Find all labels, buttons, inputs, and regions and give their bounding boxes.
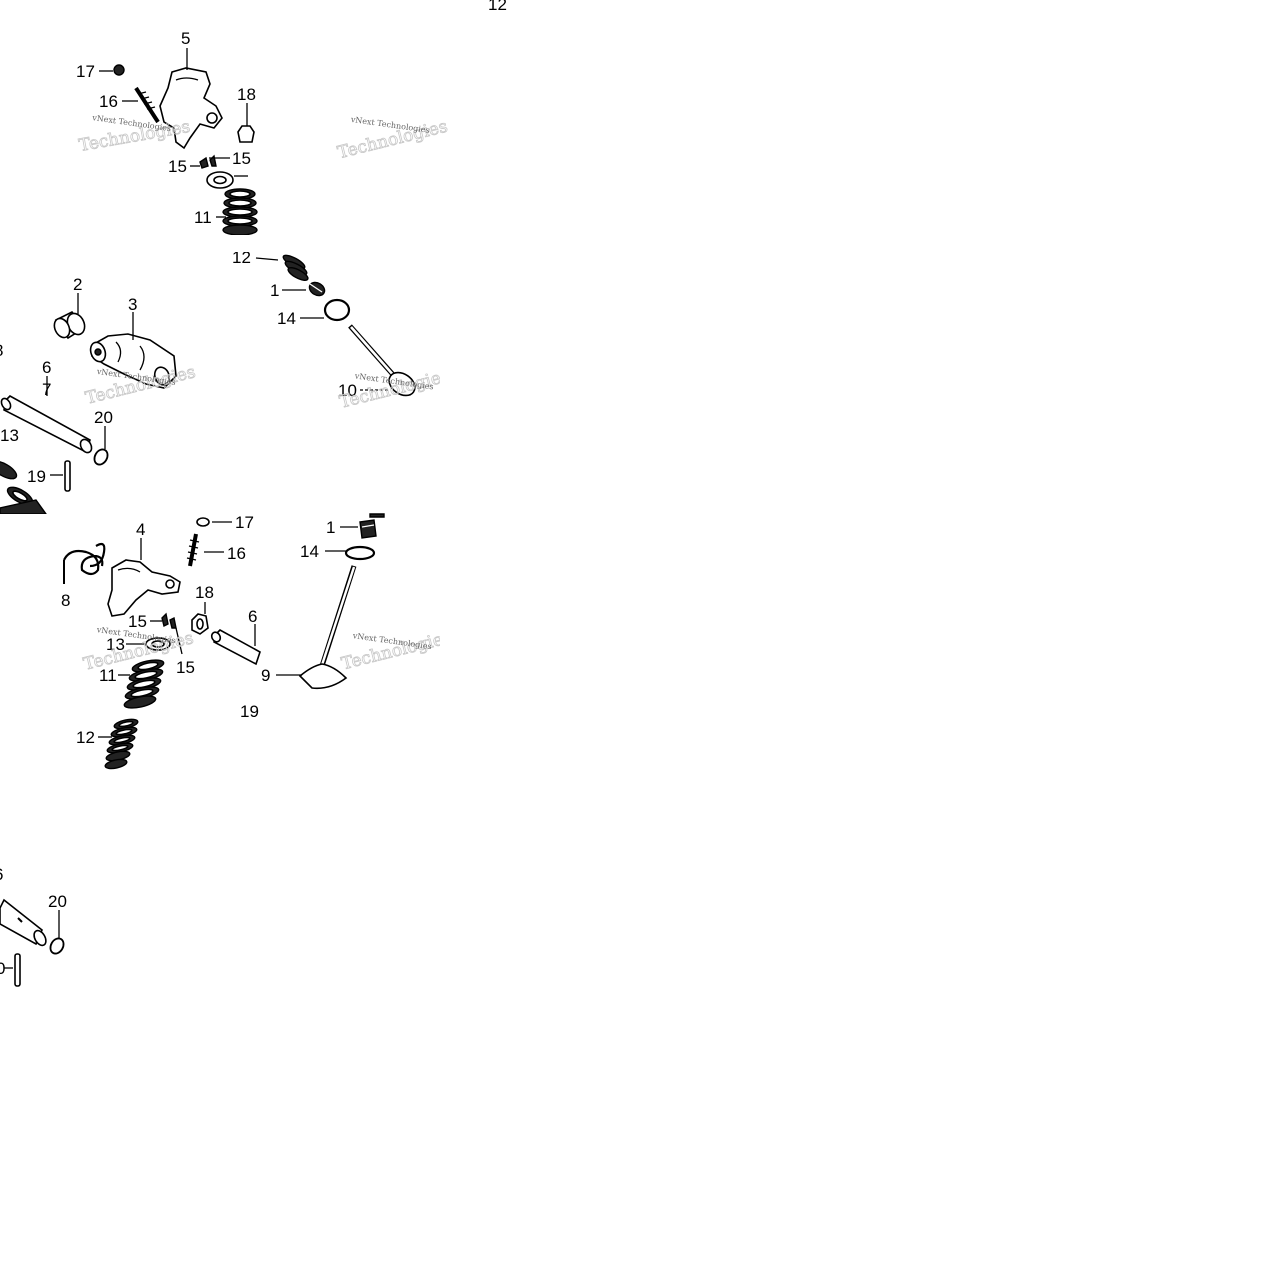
- callout-2: 2: [73, 275, 82, 294]
- callout-17: 17: [76, 62, 95, 81]
- o-ring-20: [93, 448, 109, 466]
- callout-18: 18: [195, 583, 214, 602]
- panel-shaft-fragment: 6 20 0: [0, 865, 67, 987]
- o-ring-20: [49, 937, 65, 955]
- callout-12: 12: [76, 728, 95, 747]
- callout-19: 19: [240, 702, 259, 721]
- spring-partial: [0, 460, 47, 514]
- callout-14: 14: [277, 309, 296, 328]
- front-arrow-label: FR.: [285, 143, 313, 168]
- callout-4: 4: [136, 520, 145, 539]
- rocker-shaft-6: [210, 629, 261, 666]
- rocker-shaft-7: [0, 395, 93, 454]
- bearing-2: [53, 310, 86, 340]
- callout-1: 1: [326, 518, 335, 537]
- callout-11: 11: [99, 666, 117, 685]
- o-ring-14: [323, 298, 351, 322]
- rocker-arm-5: [159, 67, 223, 150]
- callout-12-partial: 12: [232, 248, 251, 267]
- callout-17: 17: [235, 513, 254, 532]
- callout-1: 1: [270, 281, 279, 300]
- callout-20: 20: [48, 892, 67, 911]
- cotter-15: [199, 156, 209, 169]
- dowel-pin-19: [14, 953, 21, 987]
- front-arrow: [257, 157, 298, 190]
- exhaust-valve-9: [298, 565, 357, 690]
- cotter-15: [161, 612, 169, 628]
- callout-5: 5: [181, 29, 190, 48]
- callout-9: 9: [261, 666, 270, 685]
- panel-rocker-arm-intake: 8 4 17 16 1 14: [61, 513, 440, 770]
- callout-15a: 15: [128, 612, 147, 631]
- callout-20: 20: [94, 408, 113, 427]
- callout-11: 11: [194, 208, 212, 227]
- valve-stem-seal-1: [308, 281, 326, 297]
- rocker-spring-8: [63, 542, 106, 584]
- callout-13: 13: [106, 635, 125, 654]
- rocker-shaft-6: [0, 898, 47, 947]
- callout-19: 19: [27, 467, 46, 486]
- dowel-pin-19: [64, 460, 71, 492]
- callout-19-partial: 0: [0, 959, 5, 978]
- valve-spring-11: [222, 188, 258, 235]
- callout-16: 16: [99, 92, 118, 111]
- callout-13: 13: [0, 426, 19, 445]
- panel-camshaft-valve: 12 1 14 10 Technologies vNext Technologi…: [0, 248, 440, 514]
- callout-18: 18: [237, 85, 256, 104]
- rocker-arm-4: [107, 559, 181, 617]
- callout-7: 7: [42, 380, 51, 399]
- adjusting-screw-16: [186, 533, 200, 567]
- callout-15b: 15: [176, 658, 195, 677]
- valve-cap-18: [237, 125, 255, 143]
- valve-spring-11: [123, 659, 165, 709]
- callout-16: 16: [227, 544, 246, 563]
- valve-spring-12: [104, 718, 139, 770]
- valve-stem-seal-1: [359, 513, 385, 539]
- adjusting-screw-16: [134, 86, 160, 124]
- camshaft-3: [89, 333, 177, 389]
- nut-17: [113, 64, 125, 76]
- callout-3: 3: [128, 295, 137, 314]
- callout-8: 8: [61, 591, 70, 610]
- intake-valve-10: [348, 324, 416, 397]
- nut-17: [196, 517, 210, 527]
- callout-6: 6: [248, 607, 257, 626]
- callout-10: 10: [338, 381, 357, 400]
- valve-spring-12: [282, 254, 309, 281]
- callout-8: 8: [0, 341, 3, 360]
- callout-14: 14: [300, 542, 319, 561]
- panel-rocker-arm-exhaust: FR. 5 17 16 18 15 15 11 Technologies vNe…: [76, 29, 313, 235]
- callout-6: 6: [42, 358, 51, 377]
- o-ring-14: [344, 545, 376, 561]
- callout-6: 6: [0, 865, 3, 884]
- callout-15a: 15: [168, 157, 187, 176]
- callout-12-top: 12: [488, 0, 507, 14]
- callout-15b: 15: [232, 149, 251, 168]
